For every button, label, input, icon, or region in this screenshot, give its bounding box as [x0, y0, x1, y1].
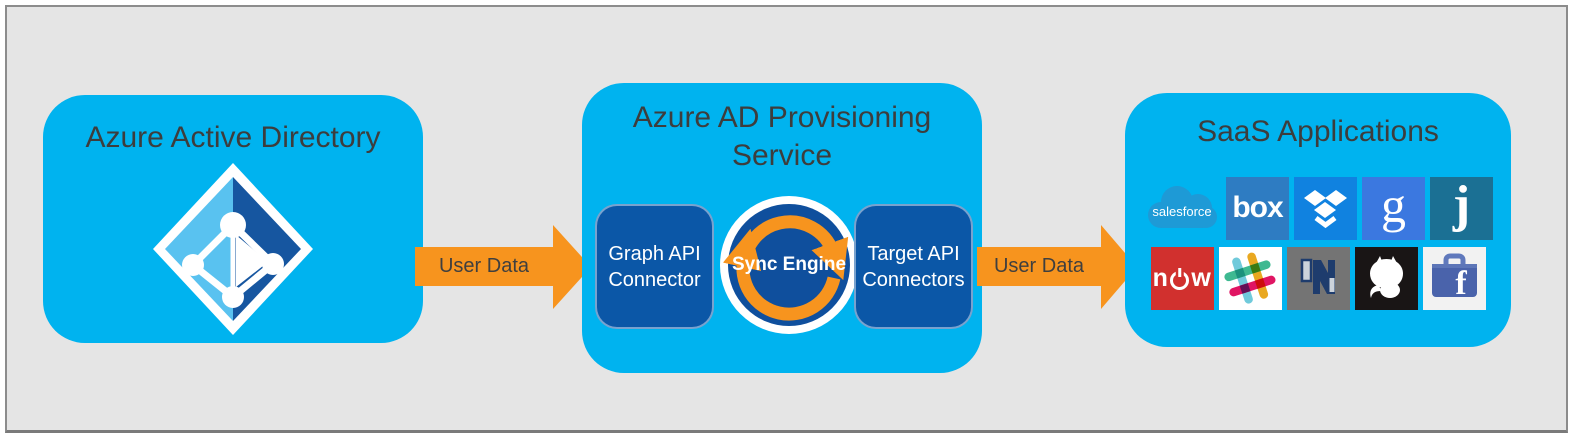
saas-logo-row-1: salesforce box g: [1125, 176, 1511, 240]
dropbox-logo: [1294, 176, 1357, 240]
slack-hash-icon: [1223, 252, 1275, 304]
graph-api-connector: Graph API Connector: [595, 204, 714, 329]
facebook-at-work-logo: f: [1422, 246, 1486, 310]
saas-logo-row-2: n w: [1125, 246, 1511, 310]
facebook-f-label: f: [1455, 265, 1467, 302]
arrow-right-icon: [415, 225, 591, 309]
github-logo: [1354, 246, 1418, 310]
dropbox-icon: [1304, 189, 1347, 228]
github-octocat-icon: [1369, 255, 1403, 298]
netsuite-n-icon: [1300, 258, 1335, 294]
sync-engine: Sync Engine: [719, 195, 859, 335]
provisioning-service-box: Azure AD Provisioning Service Graph API …: [582, 83, 982, 373]
salesforce-cloud-icon: [1148, 186, 1217, 228]
servicenow-now-label: n w: [1152, 263, 1212, 292]
box-logo: box: [1226, 176, 1289, 240]
google-g-label: g: [1381, 177, 1406, 233]
salesforce-label: salesforce: [1152, 203, 1212, 219]
provisioning-title: Azure AD Provisioning Service: [632, 101, 932, 172]
user-data-arrow-right: User Data: [977, 224, 1137, 310]
briefcase-icon: f: [1431, 253, 1477, 302]
arrow-right-icon: [977, 225, 1137, 309]
salesforce-logo: salesforce: [1143, 179, 1221, 237]
diagram-frame: Azure Active Directory User Data: [5, 5, 1568, 433]
google-logo: g: [1362, 176, 1425, 240]
slack-logo: [1218, 246, 1282, 310]
sync-arrows-icon: [720, 196, 858, 334]
azure-ad-box: Azure Active Directory: [43, 95, 423, 343]
user-data-label: User Data: [993, 255, 1085, 277]
saas-applications-box: SaaS Applications salesforce box: [1125, 93, 1511, 347]
netsuite-logo: [1286, 246, 1350, 310]
user-data-arrow-left: User Data: [415, 224, 591, 310]
sync-engine-label: Sync Engine: [731, 254, 847, 275]
jive-j-label: j: [1452, 175, 1471, 233]
azure-ad-title: Azure Active Directory: [85, 121, 381, 154]
azure-active-directory-icon: [153, 163, 313, 335]
servicenow-logo: n w: [1150, 246, 1214, 310]
jive-logo: j: [1430, 175, 1493, 240]
box-label: box: [1232, 191, 1283, 224]
user-data-label: User Data: [438, 255, 530, 277]
saas-title: SaaS Applications: [1197, 115, 1439, 148]
servicenow-o-icon: [1170, 270, 1190, 290]
target-api-connectors: Target API Connectors: [854, 204, 973, 329]
